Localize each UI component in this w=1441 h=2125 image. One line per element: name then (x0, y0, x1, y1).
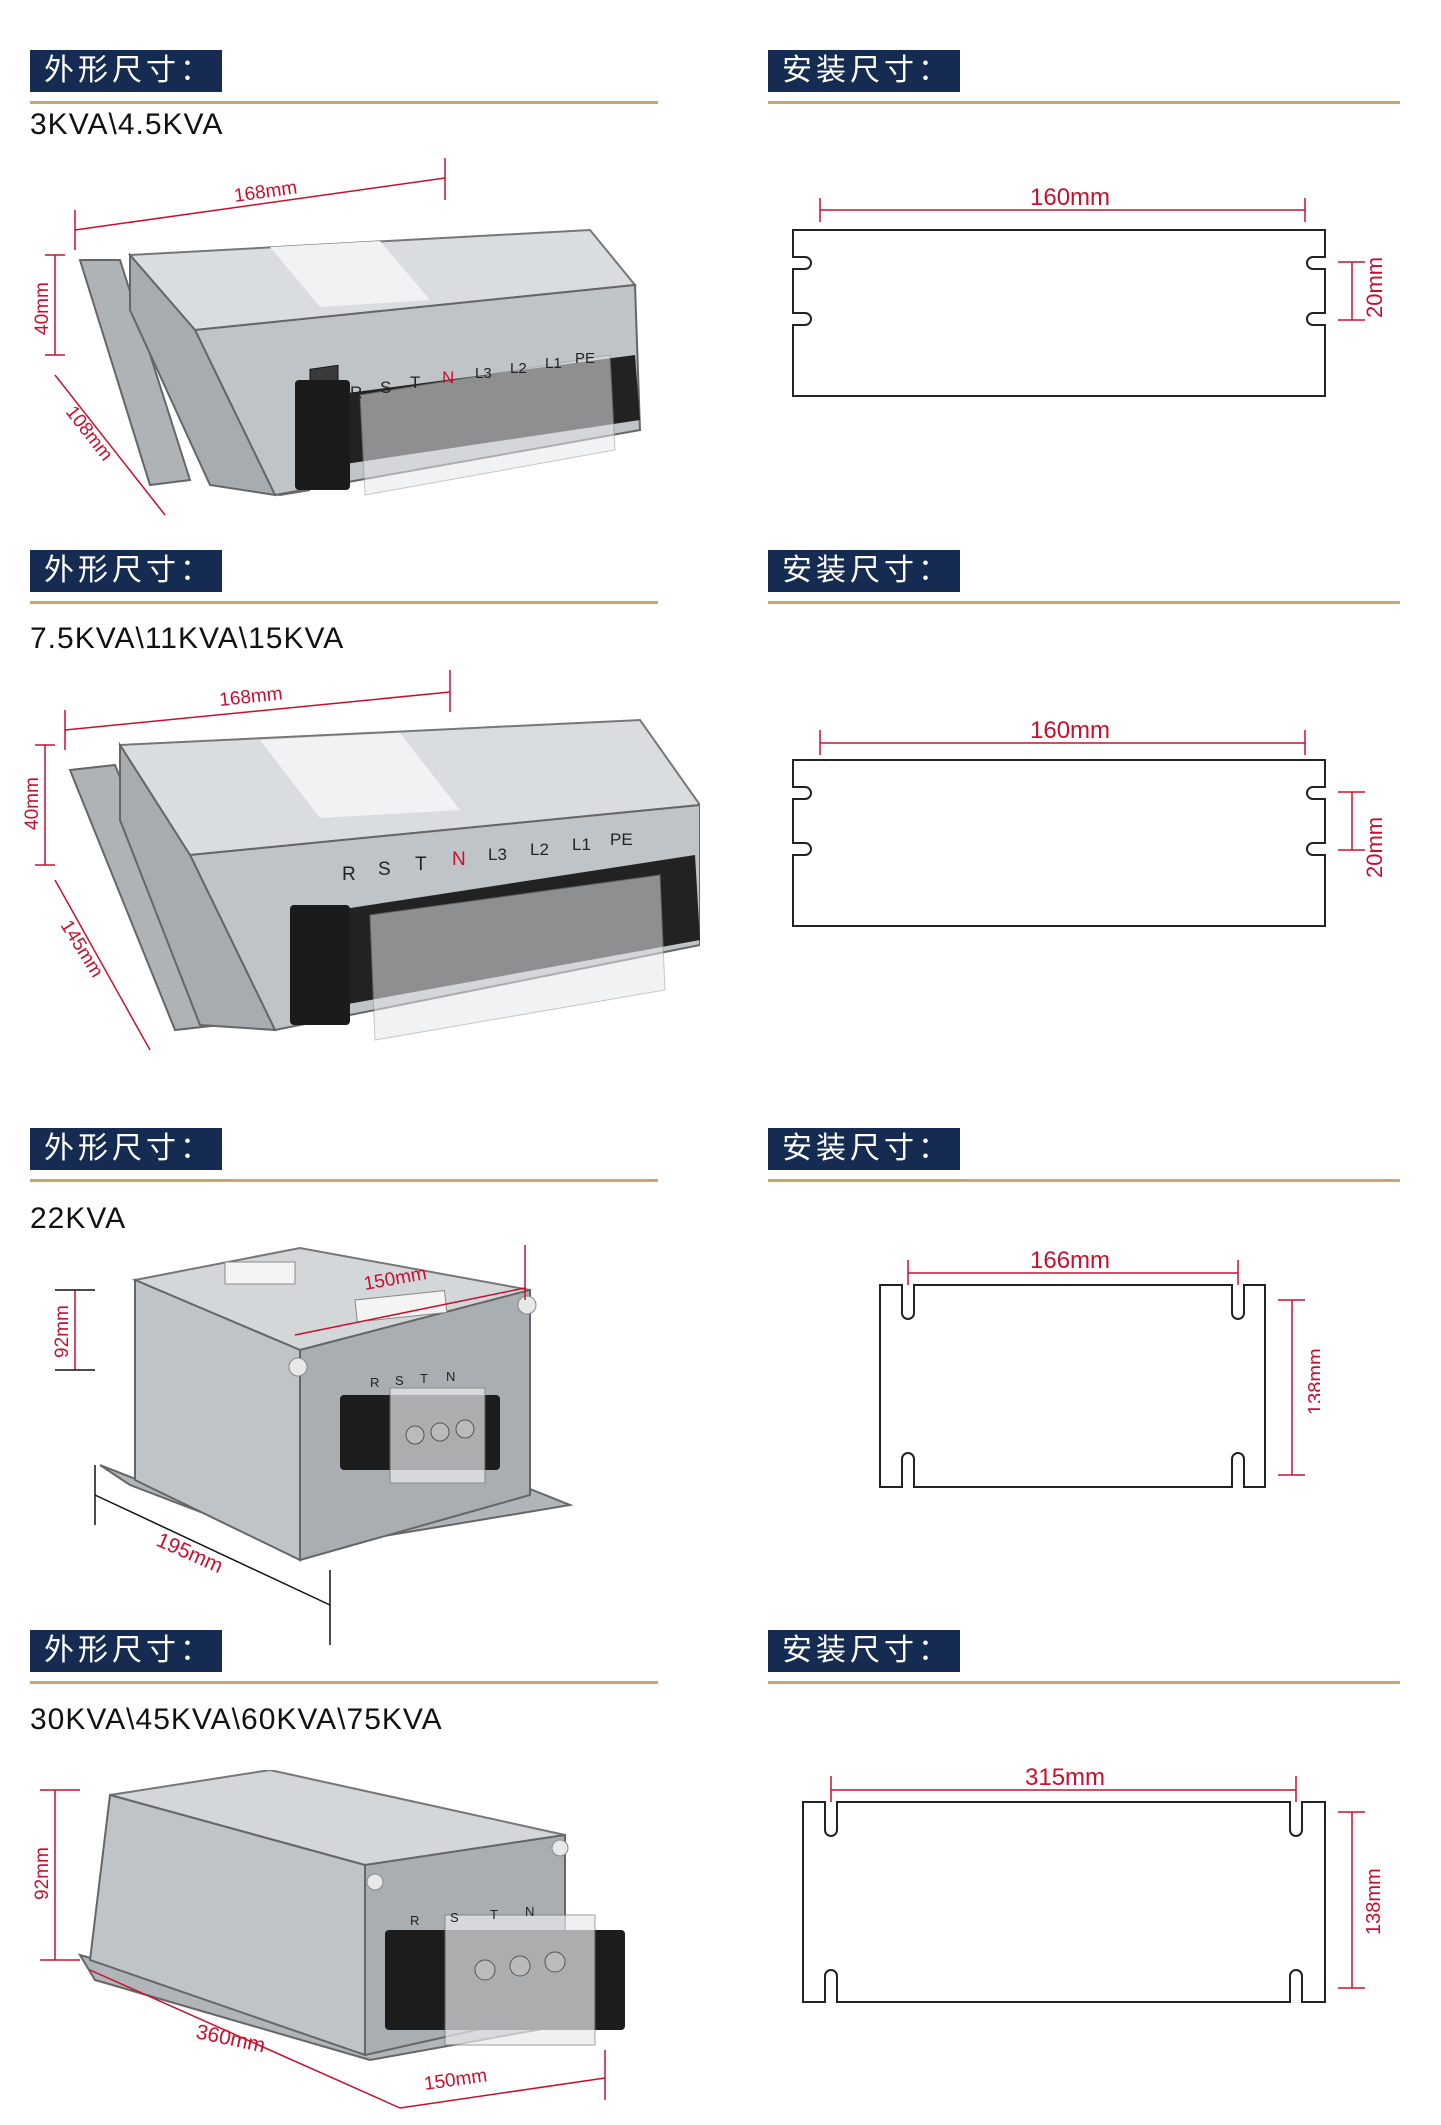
mount-span-dimension: 160mm (1030, 184, 1110, 211)
filter-product-image-1: R S T N L3 L2 L1 PE 168mm 40mm 108mm (32, 158, 642, 516)
terminal-label: S (380, 378, 391, 397)
header-rule-right-2 (768, 601, 1400, 604)
model-label-3: 22KVA (30, 1202, 127, 1235)
terminal-label: N (442, 368, 454, 387)
width-dimension: 150mm (423, 2065, 489, 2095)
terminal-label: N (446, 1369, 455, 1384)
mounting-dimensions-header-1: 安装尺寸： (768, 50, 960, 92)
depth-dimension: 195mm (153, 1529, 226, 1578)
mount-span-dimension: 160mm (1030, 717, 1110, 744)
width-dimension: 168mm (218, 683, 283, 711)
mount-slot-dimension: 138mm (1363, 1868, 1385, 1935)
terminal-label: T (415, 854, 427, 875)
header-rule-right-4 (768, 1681, 1400, 1684)
terminal-label: N (525, 1904, 534, 1919)
width-dimension: 168mm (233, 177, 299, 207)
header-rule-left-3 (30, 1179, 658, 1182)
terminal-label: L2 (530, 840, 549, 859)
mounting-plate-drawing-2: 160mm 20mm (792, 717, 1387, 927)
mounting-plate-drawing-1: 160mm 20mm (792, 184, 1387, 397)
outline-dimensions-header-3: 外形尺寸： (30, 1128, 222, 1170)
mount-span-dimension: 315mm (1025, 1764, 1105, 1791)
header-rule-left-4 (30, 1681, 658, 1684)
height-dimension: 40mm (22, 777, 43, 830)
height-dimension: 40mm (32, 282, 53, 335)
header-rule-right-3 (768, 1179, 1400, 1182)
mounting-dimensions-header-4: 安装尺寸： (768, 1630, 960, 1672)
height-dimension: 92mm (52, 1305, 73, 1358)
terminal-label: R (342, 864, 356, 885)
mounting-plate-drawing-4: 315mm 138mm (802, 1764, 1385, 2003)
filter-product-image-4: R S T N 92mm 360mm 150mm (32, 1770, 625, 2109)
model-label-2: 7.5KVA\11KVA\15KVA (30, 622, 345, 655)
terminal-label: PE (575, 350, 595, 367)
mounting-plate-drawing-3: 166mm 138mm (879, 1247, 1320, 1488)
terminal-label: L2 (510, 360, 527, 377)
mount-slot-dimension: 20mm (1362, 257, 1387, 318)
terminal-label: PE (610, 830, 633, 849)
outline-dimensions-header-4: 外形尺寸： (30, 1630, 222, 1672)
terminal-label: S (450, 1910, 459, 1925)
model-label-1: 3KVA\4.5KVA (30, 108, 224, 141)
depth-dimension: 108mm (61, 402, 117, 465)
header-rule-left-1 (30, 101, 658, 104)
terminal-label: N (452, 849, 466, 870)
height-dimension: 92mm (32, 1847, 53, 1900)
filter-product-image-2: R S T N L3 L2 L1 PE 168mm 40mm 145mm (22, 670, 700, 1051)
terminal-label: R (370, 1375, 379, 1390)
mount-span-dimension: 166mm (1030, 1247, 1110, 1274)
filter-product-image-3: R S T N 150mm 92mm 195mm (52, 1245, 574, 1645)
terminal-label: S (378, 859, 391, 880)
header-rule-left-2 (30, 601, 658, 604)
outline-dimensions-header-2: 外形尺寸： (30, 550, 222, 592)
terminal-label: R (350, 383, 362, 402)
mounting-dimensions-header-2: 安装尺寸： (768, 550, 960, 592)
terminal-label: S (395, 1373, 404, 1388)
outline-dimensions-header-1: 外形尺寸： (30, 50, 222, 92)
terminal-label: L1 (545, 355, 562, 372)
terminal-label: L3 (488, 845, 507, 864)
terminal-label: T (410, 373, 420, 392)
terminal-label: R (410, 1913, 419, 1928)
terminal-label: T (420, 1371, 428, 1386)
header-rule-right-1 (768, 101, 1400, 104)
mount-slot-dimension: 20mm (1362, 817, 1387, 878)
terminal-label: L1 (572, 835, 591, 854)
mounting-dimensions-header-3: 安装尺寸： (768, 1128, 960, 1170)
model-label-4: 30KVA\45KVA\60KVA\75KVA (30, 1703, 443, 1736)
terminal-label: L3 (475, 365, 492, 382)
mount-slot-dimension: 138mm (1305, 1348, 1320, 1415)
terminal-label: T (490, 1907, 498, 1922)
